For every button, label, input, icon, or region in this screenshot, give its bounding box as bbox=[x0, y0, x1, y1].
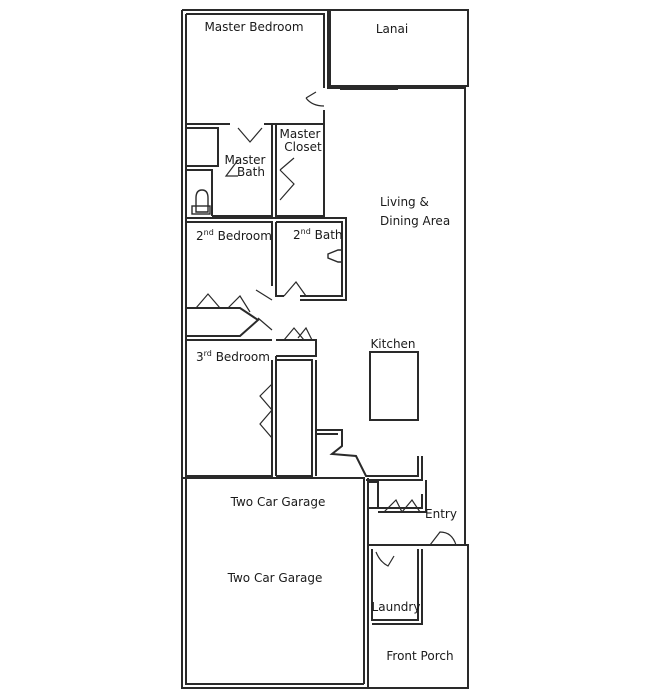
lanai-walls bbox=[329, 9, 469, 90]
label-garage-main: Two Car Garage bbox=[227, 571, 323, 585]
label-master-closet-1: Master bbox=[280, 127, 321, 141]
label-living-1: Living & bbox=[380, 195, 429, 209]
label-second-bedroom: 2nd Bedroom bbox=[196, 228, 272, 243]
second-bedroom-walls bbox=[186, 217, 347, 337]
label-master-closet-2: Closet bbox=[284, 140, 322, 154]
label-master-bath-1: Master bbox=[225, 153, 266, 167]
garage-walls bbox=[182, 477, 457, 684]
label-front-porch: Front Porch bbox=[386, 649, 453, 663]
third-bedroom-walls bbox=[186, 326, 317, 477]
label-entry: Entry bbox=[425, 507, 457, 521]
label-third-bedroom: 3rd Bedroom bbox=[196, 349, 270, 364]
label-living-2: Dining Area bbox=[380, 214, 450, 228]
kitchen-fixtures bbox=[316, 351, 423, 481]
label-kitchen: Kitchen bbox=[370, 337, 415, 351]
label-second-bath: 2nd Bath bbox=[293, 227, 343, 242]
master-suite-walls bbox=[186, 91, 325, 217]
label-garage-top: Two Car Garage bbox=[230, 495, 326, 509]
label-lanai: Lanai bbox=[376, 22, 408, 36]
label-master-bedroom: Master Bedroom bbox=[204, 20, 303, 34]
label-laundry: Laundry bbox=[372, 600, 421, 614]
laundry-walls bbox=[371, 549, 423, 625]
label-master-bath-2: Bath bbox=[237, 165, 265, 179]
